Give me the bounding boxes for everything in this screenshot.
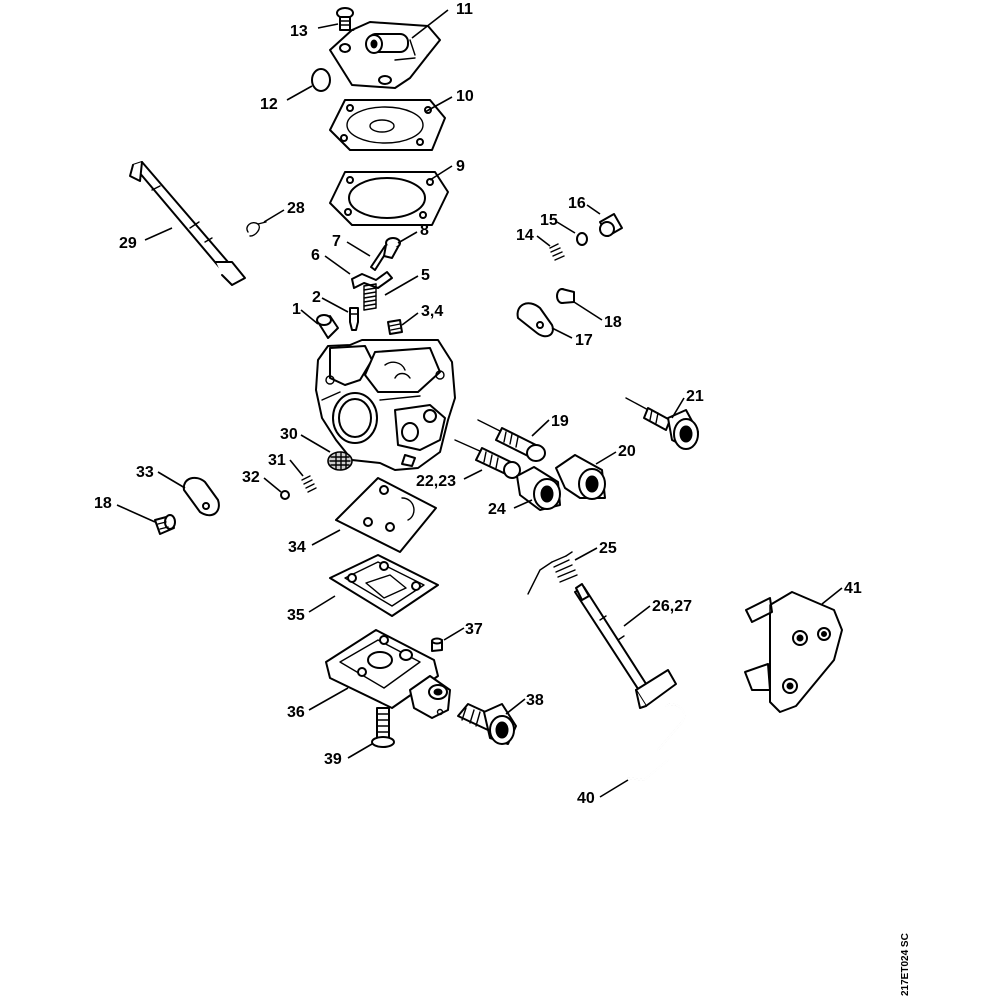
callout-32: 32 — [242, 469, 260, 486]
part-9-gasket — [329, 171, 449, 226]
part-13-screw — [336, 7, 354, 31]
part-5-spring — [363, 283, 377, 311]
callout-8: 8 — [420, 222, 429, 239]
callout-28: 28 — [287, 200, 305, 217]
part-37-sleeve — [431, 637, 443, 652]
callout-40: 40 — [577, 790, 595, 807]
part-40-rod — [627, 703, 686, 781]
callout-21: 21 — [686, 388, 704, 405]
callout-labels: 13 11 12 10 9 28 29 16 15 14 7 8 6 5 2 1… — [94, 1, 862, 807]
callout-25: 25 — [599, 540, 617, 557]
callout-3-4: 3,4 — [421, 303, 443, 320]
callout-30: 30 — [280, 426, 298, 443]
callout-18-upper: 18 — [604, 314, 622, 331]
callout-31: 31 — [268, 452, 286, 469]
callout-18-lower: 18 — [94, 495, 112, 512]
callout-17: 17 — [575, 332, 593, 349]
part-18-screw-upper — [556, 288, 575, 304]
part-33-disk — [182, 476, 220, 517]
part-24-cap — [516, 466, 561, 511]
part-1-plug — [316, 314, 339, 339]
part-25-spring — [527, 551, 578, 595]
part-17-disk — [516, 302, 554, 338]
callout-7: 7 — [332, 233, 341, 250]
part-28-clip — [246, 221, 267, 237]
callout-13: 13 — [290, 23, 308, 40]
callout-22-23: 22,23 — [416, 473, 456, 490]
part-3-4-nut — [387, 319, 403, 335]
part-39-screw — [371, 707, 395, 748]
part-11-cover — [329, 21, 441, 89]
callout-12: 12 — [260, 96, 278, 113]
callout-1: 1 — [292, 301, 301, 318]
callout-41: 41 — [844, 580, 862, 597]
part-12-o-ring — [311, 68, 331, 92]
callout-29: 29 — [119, 235, 137, 252]
callout-2: 2 — [312, 289, 321, 306]
part-36-pump-cover — [325, 629, 451, 719]
callout-15: 15 — [540, 212, 558, 229]
part-31-spring — [301, 475, 317, 493]
part-21-limiter — [625, 397, 699, 450]
part-15-o-ring — [576, 232, 588, 246]
callout-14: 14 — [516, 227, 534, 244]
callout-6: 6 — [311, 247, 320, 264]
callout-24: 24 — [488, 501, 506, 518]
callout-34: 34 — [288, 539, 306, 556]
part-26-27-shaft — [574, 583, 677, 709]
part-35-gasket — [329, 554, 439, 617]
part-22-23-adj-screw — [454, 439, 521, 479]
part-20-cap — [555, 454, 606, 500]
callout-33: 33 — [136, 464, 154, 481]
part-41-flange — [744, 591, 843, 713]
callout-16: 16 — [568, 195, 586, 212]
part-32-ball — [280, 490, 290, 500]
part-14-spring — [549, 243, 565, 261]
callout-9: 9 — [456, 158, 465, 175]
callout-36: 36 — [287, 704, 305, 721]
callout-20: 20 — [618, 443, 636, 460]
callout-5: 5 — [421, 267, 430, 284]
callout-19: 19 — [551, 413, 569, 430]
part-2-needle — [349, 307, 359, 331]
part-10-diaphragm — [329, 99, 446, 151]
leader-lines — [116, 9, 843, 798]
part-30-screen — [327, 451, 353, 471]
part-29-shaft — [129, 161, 246, 286]
part-16-sleeve — [599, 213, 623, 237]
callout-37: 37 — [465, 621, 483, 638]
part-8-screw — [383, 237, 401, 259]
part-6-lever — [351, 271, 393, 289]
part-34-gasket — [335, 477, 437, 553]
carburetor-body — [315, 339, 456, 471]
callout-35: 35 — [287, 607, 305, 624]
callout-26-27: 26,27 — [652, 598, 692, 615]
part-19-adj-screw — [477, 419, 546, 462]
part-38-knob — [457, 703, 517, 745]
drawing-code: 217ET024 SC — [900, 933, 911, 996]
callout-10: 10 — [456, 88, 474, 105]
callout-39: 39 — [324, 751, 342, 768]
callout-38: 38 — [526, 692, 544, 709]
part-18-screw-lower — [154, 514, 176, 535]
callout-11: 11 — [456, 1, 473, 18]
